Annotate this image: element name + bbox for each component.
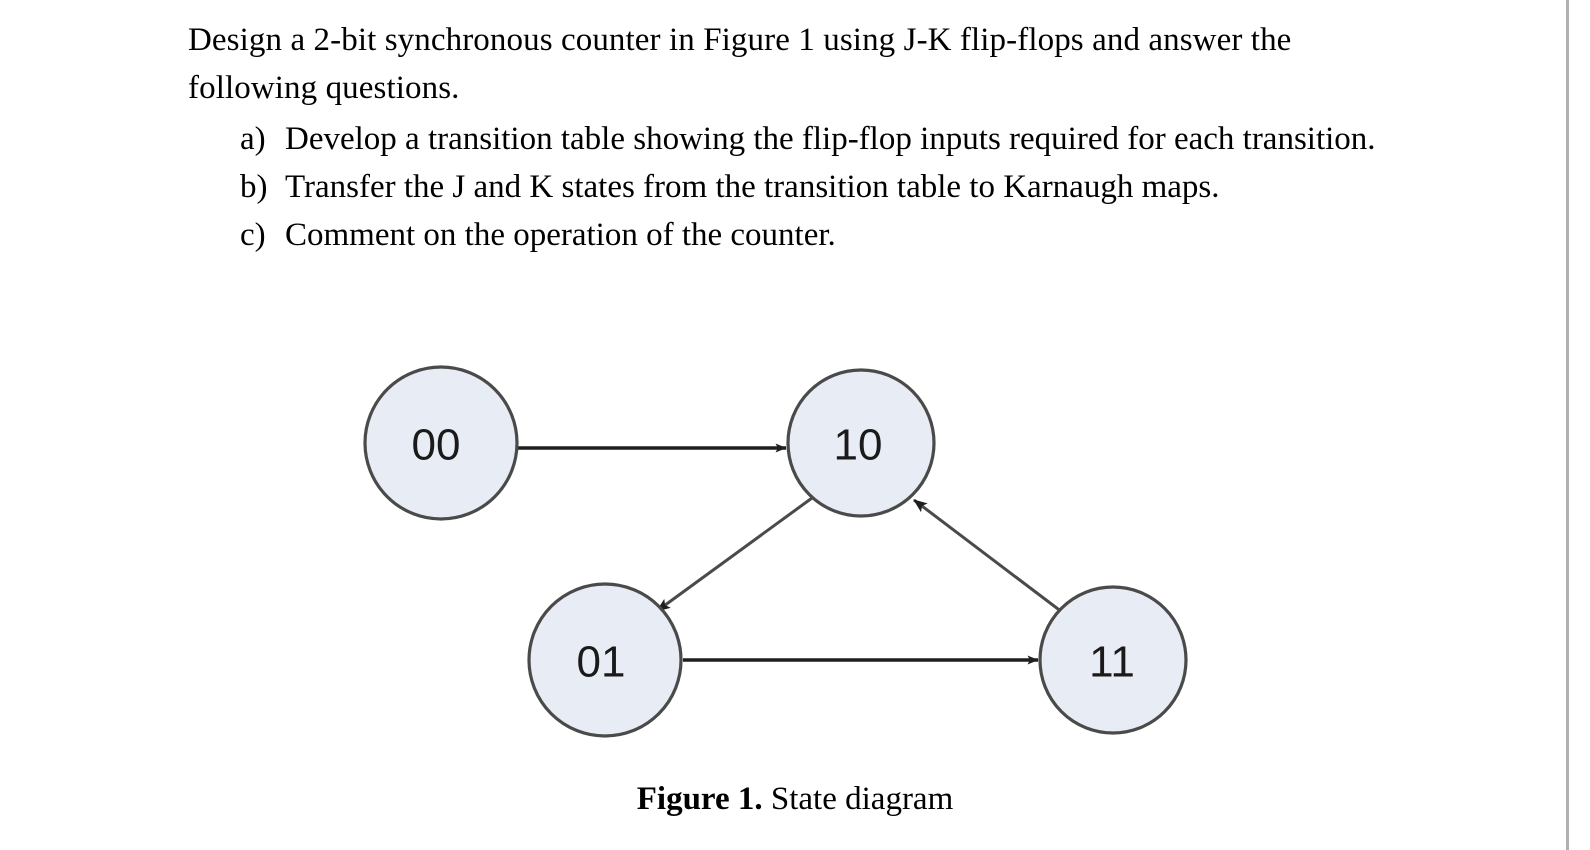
task-item-b: b) Transfer the J and K states from the …	[188, 163, 1378, 211]
task-list: a) Develop a transition table showing th…	[188, 115, 1378, 259]
intro-paragraph: Design a 2-bit synchronous counter in Fi…	[188, 22, 1292, 106]
state-label-10: 10	[834, 421, 883, 470]
task-text-b: Transfer the J and K states from the tra…	[285, 169, 1220, 205]
figure-caption: Figure 1. State diagram	[0, 778, 1590, 820]
state-label-11: 11	[1089, 638, 1135, 687]
state-diagram-figure: 00 10 01 11	[0, 330, 1590, 770]
state-node-10: 10	[786, 368, 936, 518]
question-prompt: Design a 2-bit synchronous counter in Fi…	[188, 16, 1378, 259]
state-circle-10	[786, 368, 936, 518]
task-marker-c: c)	[240, 217, 266, 253]
task-marker-b: b)	[240, 169, 268, 205]
task-marker-a: a)	[240, 121, 266, 157]
task-text-c: Comment on the operation of the counter.	[285, 217, 836, 253]
state-circle-01	[527, 582, 683, 738]
state-circle-00	[363, 365, 519, 521]
transition-edges	[518, 443, 1063, 665]
state-node-01: 01	[527, 582, 683, 738]
task-item-a: a) Develop a transition table showing th…	[188, 115, 1378, 163]
state-circle-11	[1038, 585, 1188, 735]
page-right-rule	[1566, 0, 1569, 850]
transition-10-to-01	[656, 496, 813, 613]
state-label-00: 00	[412, 421, 461, 470]
state-node-00: 00	[363, 365, 519, 521]
figure-caption-label: Figure 1.	[636, 781, 763, 817]
state-node-11: 11	[1038, 585, 1188, 735]
figure-caption-text: State diagram	[762, 781, 954, 817]
state-label-01: 01	[577, 638, 626, 687]
task-text-a: Develop a transition table showing the f…	[285, 121, 1376, 157]
transition-11-to-10	[913, 498, 1063, 614]
task-item-c: c) Comment on the operation of the count…	[188, 211, 1378, 259]
